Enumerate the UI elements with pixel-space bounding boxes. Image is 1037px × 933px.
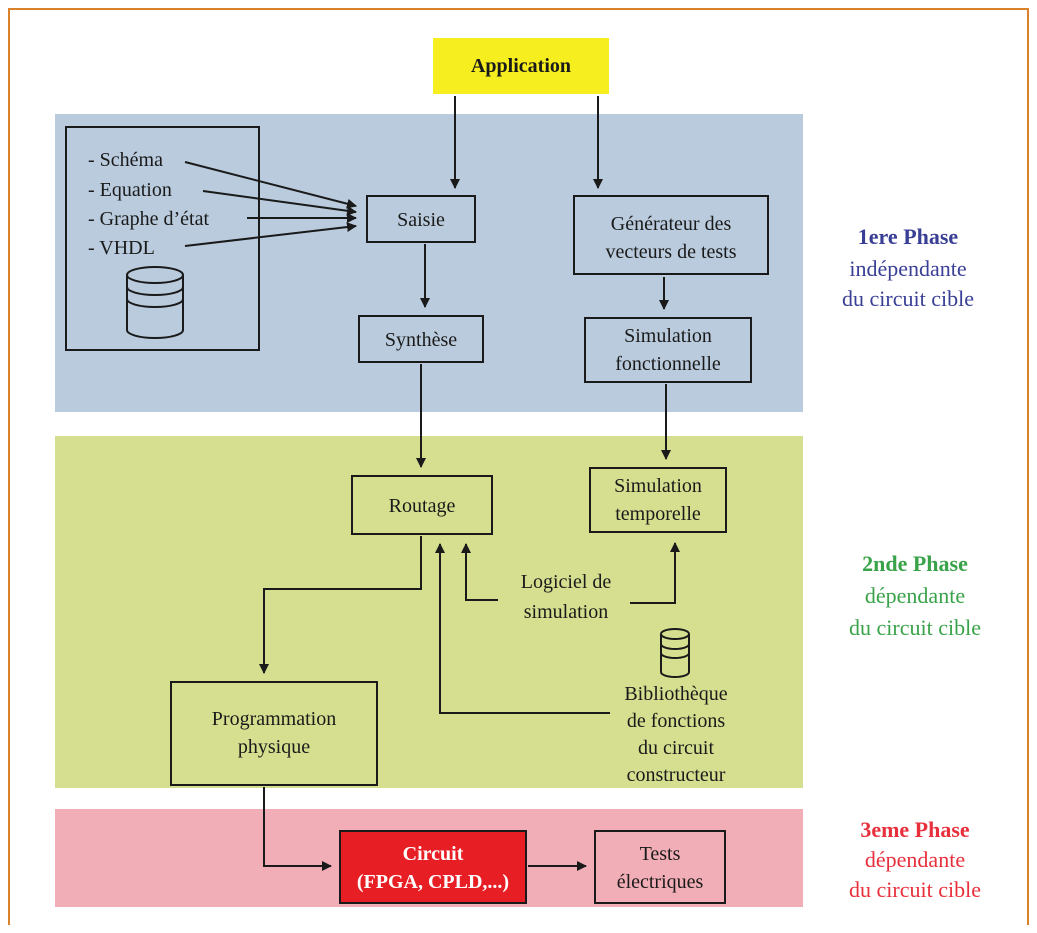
- routage-box: [351, 475, 493, 535]
- phase1-line3: du circuit cible: [842, 286, 974, 311]
- simulation-fonctionnelle-label-1: Simulation: [624, 325, 712, 347]
- phase2-band: [55, 436, 803, 788]
- circuit-label-1: Circuit: [403, 843, 464, 865]
- bibliotheque-database-icon: [660, 628, 690, 678]
- arrow-logiciel-to-simtemp: [630, 542, 680, 604]
- phase1-title: 1ere Phase: [858, 224, 959, 249]
- programmation-label-2: physique: [238, 736, 310, 758]
- arrow-schema-to-saisie: [184, 161, 357, 209]
- inputs-box: [65, 126, 260, 351]
- arrow-logiciel-to-routage: [461, 543, 498, 601]
- arrow-routage-to-programmation: [259, 536, 422, 674]
- saisie-box: [366, 195, 476, 243]
- bibliotheque-label-4: constructeur: [627, 764, 726, 786]
- input-item-graphe: - Graphe d’état: [88, 208, 209, 230]
- simulation-temporelle-box: [589, 467, 727, 533]
- circuit-label-2: (FPGA, CPLD,...): [357, 871, 509, 893]
- phase3-line2: dépendante: [865, 847, 965, 872]
- outer-frame: [8, 8, 1029, 925]
- input-item-equation: - Equation: [88, 179, 172, 201]
- generateur-box: [573, 195, 769, 275]
- logiciel-label-1: Logiciel de: [521, 571, 612, 593]
- saisie-label: Saisie: [397, 209, 445, 231]
- phase3-line3: du circuit cible: [849, 877, 981, 902]
- bibliotheque-label-2: de fonctions: [627, 710, 726, 732]
- circuit-box: [339, 830, 527, 904]
- bibliotheque-label-3: du circuit: [638, 737, 715, 759]
- tests-box: [594, 830, 726, 904]
- synthese-box: [358, 315, 484, 363]
- database-icon: [126, 266, 184, 339]
- tests-label-1: Tests: [640, 843, 681, 865]
- phase3-title: 3eme Phase: [860, 817, 970, 842]
- synthese-label: Synthèse: [385, 329, 457, 351]
- arrow-programmation-to-circuit: [263, 787, 332, 871]
- phase2-title: 2nde Phase: [862, 551, 968, 576]
- generateur-label-2: vecteurs de tests: [605, 241, 736, 263]
- arrows: [184, 96, 680, 871]
- tests-label-2: électriques: [617, 871, 704, 893]
- simulation-temporelle-label-1: Simulation: [614, 475, 702, 497]
- simulation-temporelle-label-2: temporelle: [615, 503, 701, 525]
- phase1-line2: indépendante: [849, 256, 966, 281]
- arrow-equation-to-saisie: [202, 190, 357, 216]
- simulation-fonctionnelle-label-2: fonctionnelle: [615, 353, 721, 375]
- generateur-label-1: Générateur des: [611, 213, 732, 235]
- phase2-line2: dépendante: [865, 583, 965, 608]
- input-item-vhdl: - VHDL: [88, 237, 155, 259]
- programmation-label-1: Programmation: [212, 708, 336, 730]
- phase2-line3: du circuit cible: [849, 615, 981, 640]
- bibliotheque-label-1: Bibliothèque: [624, 683, 727, 705]
- arrow-vhdl-to-saisie: [184, 222, 357, 247]
- routage-label: Routage: [389, 495, 456, 517]
- application-label: Application: [471, 55, 571, 77]
- input-item-schema: - Schéma: [88, 149, 163, 171]
- programmation-box: [170, 681, 378, 786]
- arrow-bibliotheque-to-routage: [435, 543, 610, 714]
- simulation-fonctionnelle-box: [584, 317, 752, 383]
- application-box: [433, 38, 609, 94]
- logiciel-label-2: simulation: [524, 601, 608, 623]
